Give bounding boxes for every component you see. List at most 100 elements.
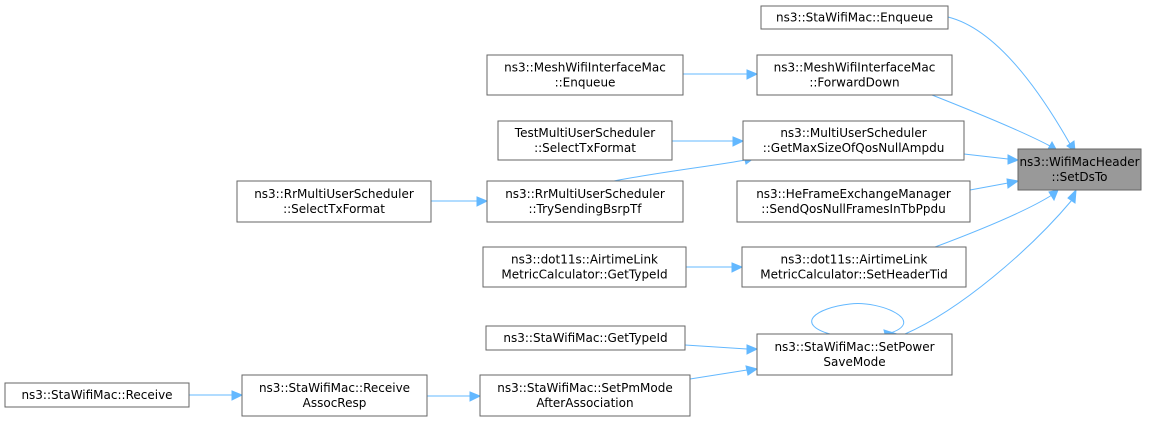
edge-n9-n0 (934, 189, 1059, 248)
node-label: ::SelectTxFormat (283, 202, 385, 216)
node-label: ns3::StaWifiMac::GetTypeId (503, 331, 667, 345)
node-label: TestMultiUserScheduler (514, 126, 655, 140)
edge-n14-n13 (427, 391, 482, 402)
node-label: ns3::dot11s::AirtimeLink (780, 253, 927, 267)
node-label: ns3::StaWifiMac::Enqueue (776, 11, 933, 25)
node-label: ::SendQosNullFramesInTbPpdu (761, 202, 945, 216)
graph-node[interactable]: ns3::StaWifiMac::Enqueue (760, 5, 949, 30)
edge-line (931, 94, 1051, 147)
edge-n5-n4 (672, 136, 745, 147)
node-label: ns3::HeFrameExchangeManager (756, 187, 951, 201)
node-label: AssocResp (303, 396, 367, 410)
edge-n12-n11 (684, 344, 759, 355)
node-box (756, 333, 953, 376)
node-box (1017, 148, 1142, 191)
graph-node[interactable]: ns3::StaWifiMac::Receive (4, 382, 190, 408)
node-box (236, 180, 432, 223)
graph-node[interactable]: ns3::StaWifiMac::SetPmModeAfterAssociati… (479, 374, 691, 417)
edge-line (684, 344, 748, 350)
edge-line (811, 303, 905, 335)
node-label: MetricCalculator::SetHeaderTid (760, 268, 947, 282)
edge-n1-n0 (947, 16, 1076, 152)
edge-line (947, 16, 1071, 145)
arrowhead-icon (1007, 154, 1020, 165)
graph-node[interactable]: ns3::RrMultiUserScheduler::SelectTxForma… (236, 180, 432, 223)
node-box (486, 180, 684, 223)
edge-n7-n6 (431, 196, 489, 207)
node-label: ns3::dot11s::AirtimeLink (511, 253, 658, 267)
node-label: ns3::StaWifiMac::SetPower (774, 340, 934, 354)
node-label: ::Enqueue (555, 76, 616, 90)
arrowhead-icon (1048, 189, 1059, 202)
graph-node[interactable]: ns3::MultiUserScheduler::GetMaxSizeOfQos… (742, 120, 965, 161)
node-box (497, 120, 673, 161)
graph-node[interactable]: ns3::HeFrameExchangeManager::SendQosNull… (736, 180, 971, 223)
node-label: ns3::MultiUserScheduler (780, 126, 926, 140)
node-label: MetricCalculator::GetTypeId (501, 268, 667, 282)
graph-node[interactable]: TestMultiUserScheduler::SelectTxFormat (497, 120, 673, 161)
arrowhead-icon (231, 390, 244, 401)
node-box (741, 246, 967, 288)
edge-n3-n2 (683, 69, 759, 80)
graph-node[interactable]: ns3::StaWifiMac::GetTypeId (485, 325, 686, 351)
node-label: ::TrySendingBsrpTf (528, 202, 642, 216)
edge-n11-n11 (811, 303, 905, 339)
node-label: ::SelectTxFormat (534, 141, 636, 155)
graph-node[interactable]: ns3::dot11s::AirtimeLinkMetricCalculator… (741, 246, 967, 288)
arrowhead-icon (1006, 178, 1020, 189)
edge-n4-n0 (963, 153, 1020, 165)
node-box (482, 246, 687, 288)
edge-line (969, 182, 1009, 191)
node-box (736, 180, 971, 223)
node-box (756, 54, 953, 96)
graph-node[interactable]: ns3::RrMultiUserScheduler::TrySendingBsr… (486, 180, 684, 223)
arrowhead-icon (469, 391, 482, 402)
nodes-layer: ns3::WifiMacHeader::SetDsTons3::StaWifiM… (4, 5, 1142, 417)
arrowhead-icon (746, 344, 759, 355)
node-box (241, 374, 428, 417)
edge-line (689, 369, 748, 380)
node-box (479, 374, 691, 417)
node-label: ns3::WifiMacHeader (1019, 155, 1139, 169)
node-label: ::GetMaxSizeOfQosNullAmpdu (763, 141, 945, 155)
node-label: SaveMode (823, 355, 885, 369)
node-box (485, 325, 686, 351)
edge-n15-n14 (189, 390, 244, 401)
edge-n11-n0 (904, 188, 1077, 335)
edge-line (934, 194, 1053, 248)
focus-node[interactable]: ns3::WifiMacHeader::SetDsTo (1017, 148, 1142, 191)
arrowhead-icon (1067, 188, 1077, 204)
graph-node[interactable]: ns3::MeshWifiInterfaceMac::ForwardDown (756, 54, 953, 96)
edge-line (963, 153, 1009, 160)
graph-node[interactable]: ns3::dot11s::AirtimeLinkMetricCalculator… (482, 246, 687, 288)
node-box (486, 54, 684, 96)
node-label: ns3::StaWifiMac::Receive (21, 388, 172, 402)
node-label: ns3::StaWifiMac::Receive (259, 381, 410, 395)
arrowhead-icon (745, 365, 759, 376)
node-label: ns3::MeshWifiInterfaceMac (504, 61, 666, 75)
edge-n8-n0 (969, 178, 1020, 191)
arrowhead-icon (746, 69, 759, 80)
edge-line (904, 199, 1073, 335)
arrowhead-icon (476, 196, 489, 207)
node-label: ns3::RrMultiUserScheduler (254, 187, 414, 201)
arrowhead-icon (732, 136, 745, 147)
edge-line (613, 159, 746, 182)
node-box (742, 120, 965, 161)
node-label: ns3::RrMultiUserScheduler (505, 187, 665, 201)
node-label: AfterAssociation (536, 396, 633, 410)
node-label: ::SetDsTo (1052, 170, 1108, 184)
arrowhead-icon (731, 262, 744, 273)
node-label: ns3::StaWifiMac::SetPmMode (497, 381, 672, 395)
node-label: ::ForwardDown (809, 76, 899, 90)
node-label: ns3::MeshWifiInterfaceMac (774, 61, 936, 75)
edge-n13-n11 (689, 365, 759, 380)
edges-layer (189, 16, 1077, 402)
graph-node[interactable]: ns3::MeshWifiInterfaceMac::Enqueue (486, 54, 684, 96)
node-box (4, 382, 190, 408)
node-box (760, 5, 949, 30)
edge-n10-n9 (686, 262, 744, 273)
